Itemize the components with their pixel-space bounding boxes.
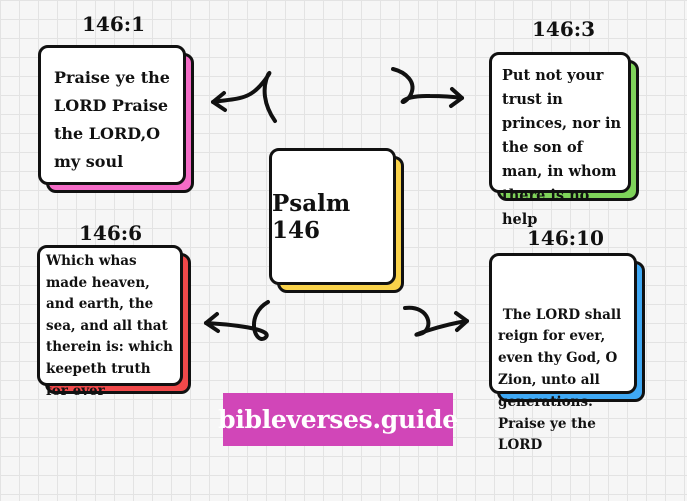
verse-ref-146-6: 146:6 — [79, 221, 143, 245]
curly-arrow-icon — [204, 300, 270, 342]
site-brand-label: bibleverses.guide — [218, 393, 458, 446]
card-face: Put not your trust in princes, nor in th… — [489, 52, 631, 228]
card-face: Praise ye the LORD Praise the LORD,O my … — [38, 45, 186, 185]
card-face: Which whas made heaven, and earth, the s… — [37, 245, 183, 399]
arrowhead-icon — [454, 311, 469, 332]
verse-text-146-10: The LORD shall reign for ever, even thy … — [498, 306, 626, 454]
arrowhead-icon — [449, 87, 464, 108]
verse-card-146-3: Put not your trust in princes, nor in th… — [489, 52, 639, 228]
center-card: Psalm 146 — [269, 148, 404, 293]
center-card-face: Psalm 146 — [269, 148, 396, 285]
arrowhead-icon — [211, 91, 227, 112]
verse-text-146-6: Which whas made heaven, and earth, the s… — [46, 253, 173, 399]
verse-ref-146-3: 146:3 — [532, 17, 596, 41]
verse-card-146-10: The LORD shall reign for ever, even thy … — [489, 253, 645, 453]
verse-ref-146-10: 146:10 — [527, 226, 604, 250]
verse-card-146-6: Which whas made heaven, and earth, the s… — [37, 245, 191, 399]
center-title: Psalm 146 — [272, 189, 351, 244]
card-face: The LORD shall reign for ever, even thy … — [489, 253, 637, 453]
verse-text-146-1: Praise ye the LORD Praise the LORD,O my … — [54, 68, 170, 171]
verse-text-146-3: Put not your trust in princes, nor in th… — [502, 67, 622, 228]
arrowhead-icon — [204, 312, 220, 333]
verse-card-146-1: Praise ye the LORD Praise the LORD,O my … — [38, 45, 194, 193]
curly-arrow-icon — [211, 70, 277, 123]
curly-arrow-icon — [391, 67, 464, 105]
verse-ref-146-1: 146:1 — [82, 12, 146, 36]
connector-arrows — [204, 67, 469, 342]
curly-arrow-icon — [403, 305, 469, 337]
